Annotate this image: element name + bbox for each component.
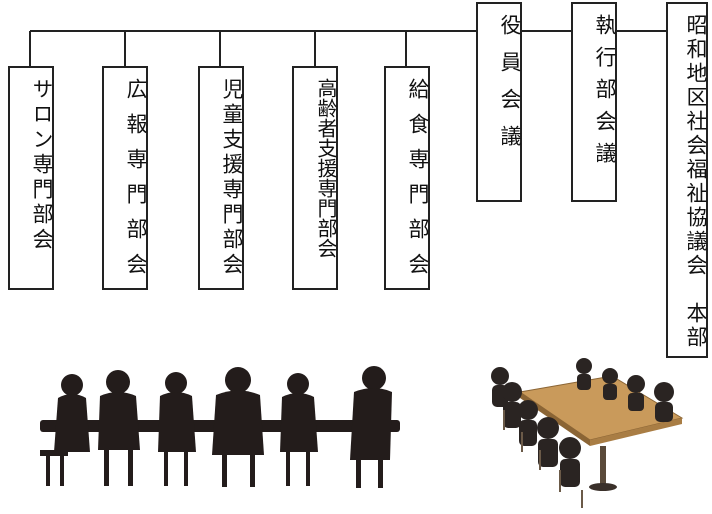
committee-label-jido: 児童支援専門部会 <box>220 78 244 278</box>
table-chairs <box>503 410 583 508</box>
committee-label-kyushoku: 給食専門部会 <box>406 78 430 288</box>
committee-label-koho: 広報専門部会 <box>124 78 148 288</box>
committee-box-salon: サロン専門部会 <box>8 66 54 290</box>
table-figures <box>491 358 674 487</box>
meeting-silhouette-illustration <box>40 366 400 488</box>
committee-label-salon: サロン専門部会 <box>30 78 54 253</box>
committee-label-koreisha: 高齢者支援専門部会 <box>314 78 338 258</box>
committee-box-kyushoku: 給食専門部会 <box>384 66 430 290</box>
executive-council-label: 執行部会議 <box>593 14 617 174</box>
person-silhouette-2 <box>106 370 130 394</box>
person-silhouette-6 <box>362 366 386 390</box>
headquarters-label: 昭和地区社会福祉協議会 本部 <box>684 14 708 350</box>
headquarters-box: 昭和地区社会福祉協議会 本部 <box>666 2 708 358</box>
person-silhouette-4 <box>225 367 251 393</box>
officers-meeting-label: 役員会議 <box>498 14 522 162</box>
person-silhouette-5 <box>287 373 309 395</box>
committee-box-jido: 児童支援専門部会 <box>198 66 244 290</box>
committee-box-koreisha: 高齢者支援専門部会 <box>292 66 338 290</box>
person-silhouette-3 <box>165 372 187 394</box>
person-silhouette-1 <box>61 374 83 396</box>
executive-council-box: 執行部会議 <box>571 2 617 202</box>
committee-box-koho: 広報専門部会 <box>102 66 148 290</box>
officers-meeting-box: 役員会議 <box>476 2 522 202</box>
round-table-illustration <box>491 358 684 508</box>
